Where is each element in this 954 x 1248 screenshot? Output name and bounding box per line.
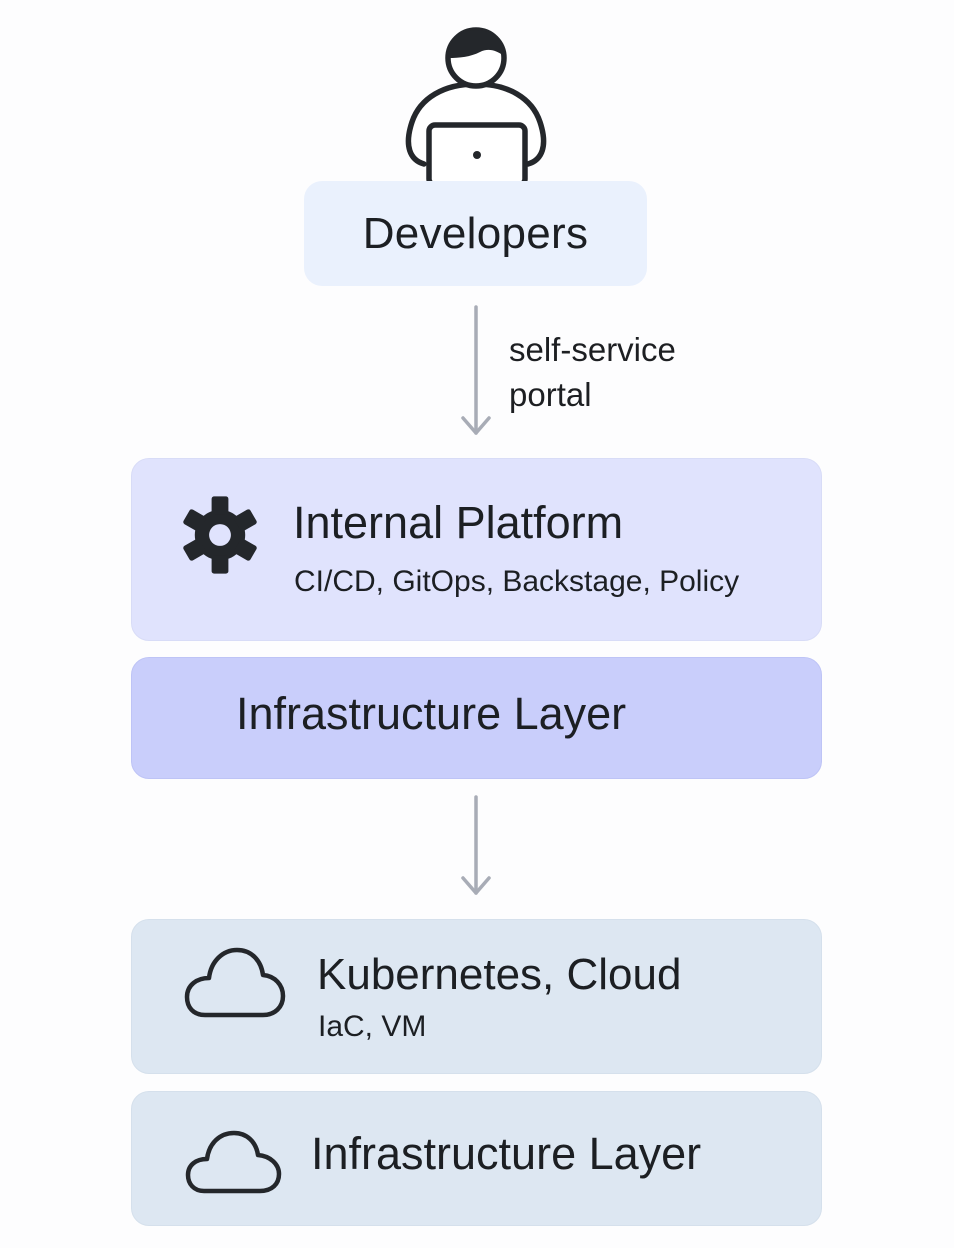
developer-laptop-icon xyxy=(405,27,547,188)
cloud-icon xyxy=(184,947,286,1018)
connector-label-line-1: self-service xyxy=(509,331,676,368)
internal-platform-title: Internal Platform xyxy=(293,497,624,548)
internal-platform-subtitle: CI/CD, GitOps, Backstage, Policy xyxy=(294,565,740,598)
gear-icon xyxy=(183,496,257,574)
developers-label: Developers xyxy=(362,208,589,258)
arrow-down-icon xyxy=(461,305,491,435)
infrastructure-layer-bottom-title: Infrastructure Layer xyxy=(311,1128,702,1179)
kubernetes-cloud-subtitle: IaC, VM xyxy=(318,1010,427,1043)
developers-node xyxy=(304,181,647,286)
connector-label: self-service portal xyxy=(509,327,676,417)
infrastructure-layer-title: Infrastructure Layer xyxy=(236,688,627,739)
kubernetes-cloud-layer xyxy=(131,919,822,1074)
cloud-icon xyxy=(185,1130,282,1194)
internal-platform-layer xyxy=(131,458,822,641)
infrastructure-layer xyxy=(131,657,822,779)
connector-label-line-2: portal xyxy=(509,376,592,413)
kubernetes-cloud-title: Kubernetes, Cloud xyxy=(317,950,682,999)
infrastructure-layer-bottom xyxy=(131,1091,822,1226)
arrow-down-icon xyxy=(461,795,491,895)
